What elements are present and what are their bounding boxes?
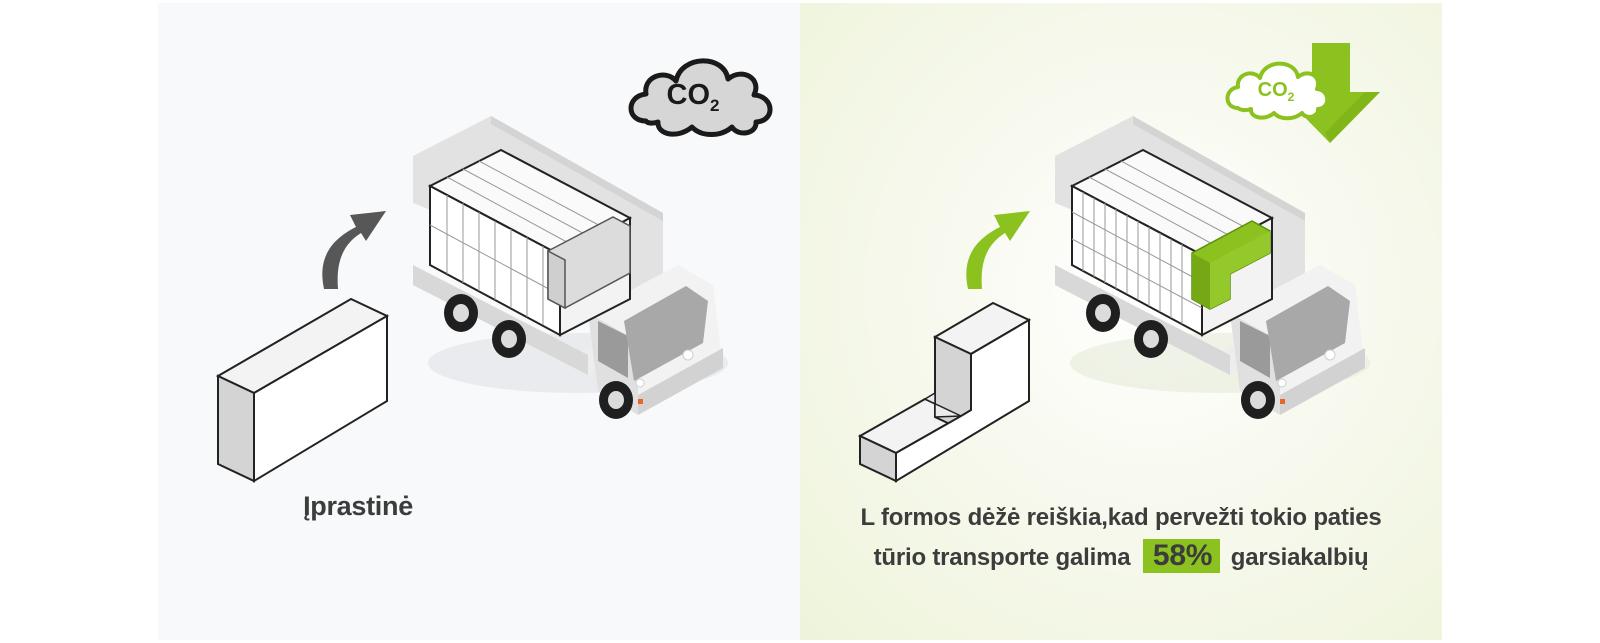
l-packaging-caption: L formos dėžė reiškia,kad pervežti tokio… [800,498,1442,578]
l-packaging-panel: CO2 [800,3,1442,640]
stacked-boxes [1069,148,1275,337]
caption-line-2-start: tūrio transporte galima [873,544,1131,571]
truck-wheels [1086,294,1275,419]
standard-packaging-label: Įprastinė [303,491,413,521]
stacked-boxes [427,148,633,337]
svg-text:CO2: CO2 [1258,79,1295,104]
curved-arrow-icon [322,211,386,289]
truck-icon [1055,116,1370,419]
caption-line-2-end: garsiakalbių [1230,544,1369,571]
svg-text:CO2: CO2 [667,79,720,115]
standard-packaging-illustration: CO2 [215,58,773,483]
curved-arrow-icon [966,211,1030,289]
caption-line-1: L formos dėžė reiškia,kad pervežti tokio… [860,504,1382,531]
truck-icon [413,116,728,419]
truck-wheels [444,294,633,419]
percentage-badge: 58% [1142,539,1221,573]
caption-line-2: tūrio transporte galima 58% garsiakalbių [800,538,1442,578]
down-arrow-icon [1280,43,1380,143]
co2-cloud-icon: CO2 [1225,61,1330,121]
standard-packaging-panel: CO2 [158,3,800,640]
l-box-highlight [1191,220,1271,310]
co2-cloud-icon: CO2 [628,58,773,137]
box-icon [215,297,390,483]
l-box-icon [857,301,1032,483]
l-packaging-illustration: CO2 [857,43,1380,483]
